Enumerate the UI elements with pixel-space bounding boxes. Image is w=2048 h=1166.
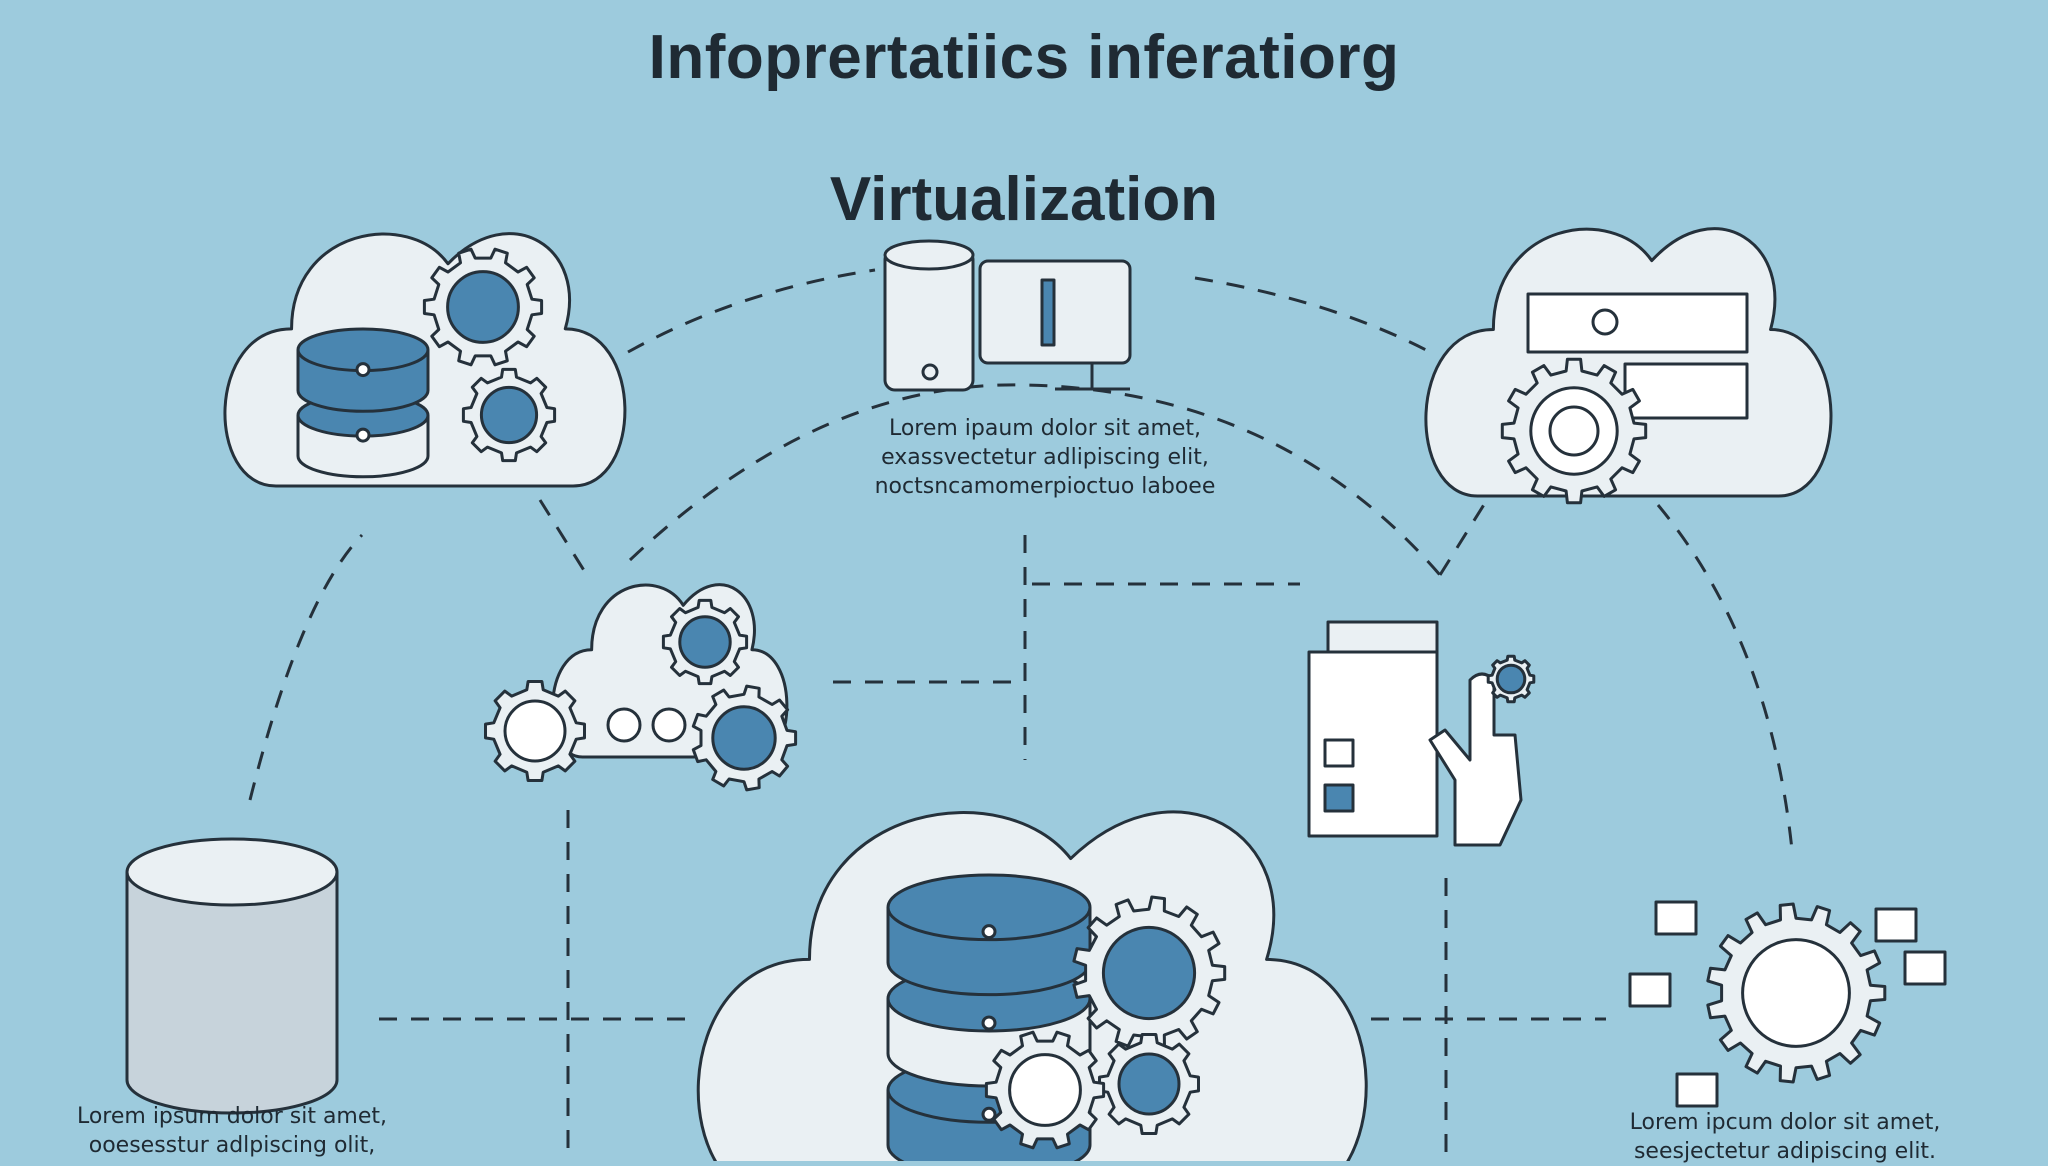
- node-box-icon: [1628, 972, 1672, 1008]
- right-line-2: seesjectetur adipiscing elit.: [1633, 1139, 1937, 1164]
- center-description: Lorem ipaum dolor sit amet, exassvectetu…: [745, 414, 1345, 501]
- inner-arc-left: [538, 499, 592, 581]
- gear-icon-hub: [711, 705, 777, 771]
- left-description: Lorem ipsum dolor sit amet, ooesesstur a…: [0, 1102, 464, 1160]
- database-icon-light: [355, 427, 371, 443]
- monitor-stand: [1055, 363, 1130, 391]
- storage-cylinder-icon: [125, 872, 339, 1115]
- dashboard-grid: [1623, 362, 1749, 420]
- right-description: Lorem ipcum dolor sit amet, seesjectetur…: [1560, 1108, 2010, 1166]
- gear-icon-hub: [1495, 663, 1527, 695]
- storage-cylinder-top: [125, 837, 339, 907]
- gear-icon-hub: [678, 615, 732, 669]
- database-icon-light: [355, 362, 371, 378]
- database-icon-top: [886, 873, 1092, 942]
- gear-icon-hub: [446, 270, 520, 344]
- center-line-2: exassvectetur adlipiscing elit,: [881, 445, 1209, 470]
- left-line-1: Lorem ipsum dolor sit amet,: [76, 1104, 388, 1129]
- node-icon: [651, 707, 687, 743]
- right-line-1: Lorem ipcum dolor sit amet,: [1629, 1110, 1941, 1135]
- dashed-connectors: [248, 268, 1794, 1161]
- node-box-icon: [1675, 1072, 1719, 1108]
- outer-arc-left: [248, 533, 364, 801]
- server-light: [921, 363, 939, 381]
- database-icon-light: [981, 924, 997, 940]
- checkbox-icon: [1323, 738, 1355, 768]
- inner-arc-right: [1438, 494, 1492, 576]
- search-icon: [1591, 308, 1619, 336]
- target-icon: [1548, 405, 1600, 457]
- gear-icon-hub: [503, 699, 567, 763]
- page-title: Infoprertatiics inferatiorg: [648, 23, 1400, 92]
- checkbox-filled-icon: [1323, 783, 1355, 813]
- monitor-bar: [1040, 278, 1056, 347]
- database-icon-light: [981, 1015, 997, 1031]
- database-icon-light: [981, 1106, 997, 1122]
- node-box-icon: [1874, 907, 1918, 943]
- node-box-icon: [1903, 950, 1947, 986]
- dashboard-panel: [1526, 292, 1749, 354]
- node-box-icon: [1654, 900, 1698, 936]
- outer-arc-right: [1656, 504, 1794, 851]
- gear-icon-hub: [1117, 1052, 1181, 1116]
- gear-icon-hub: [1101, 925, 1197, 1021]
- server-icon: [883, 248, 975, 392]
- node-icon: [606, 707, 642, 743]
- left-line-2: ooesesstur adlpiscing olit,: [88, 1133, 376, 1158]
- center-line-3: noctsncamomerpioctuo laboee: [874, 474, 1216, 499]
- section-title: Virtualization: [829, 165, 1219, 234]
- globe-gear-icon-hub: [1008, 1053, 1082, 1127]
- center-line-1: Lorem ipaum dolor sit amet,: [888, 416, 1202, 441]
- server-top: [883, 239, 975, 271]
- network-gear-icon-hub: [1741, 938, 1851, 1048]
- gear-icon-hub: [479, 385, 539, 445]
- outer-arc-top-left: [627, 268, 876, 354]
- target-gear-icon-hub: [1529, 386, 1619, 476]
- hand-pointer-icon: [1428, 672, 1523, 847]
- outer-arc-top-right: [1194, 276, 1431, 354]
